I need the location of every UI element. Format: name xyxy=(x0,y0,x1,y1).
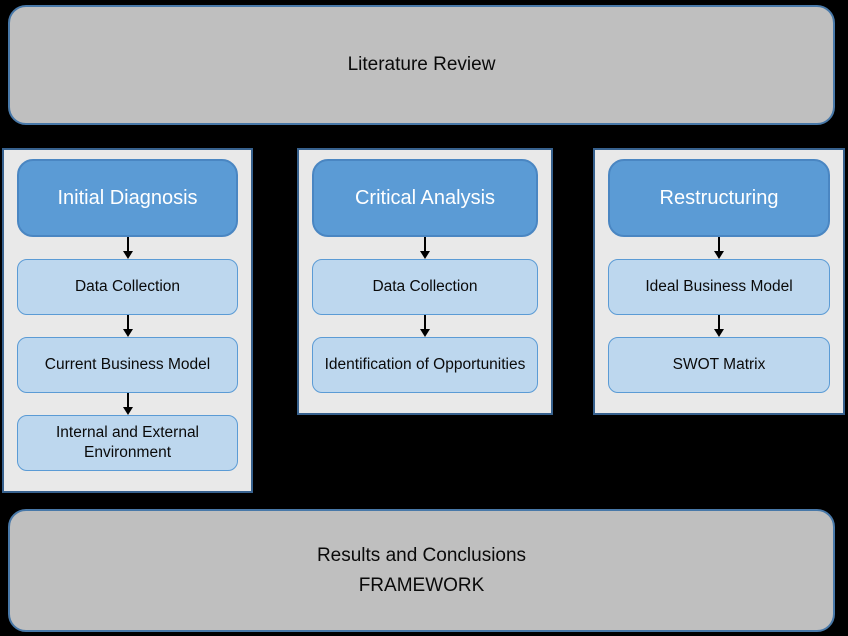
step-data-collection-2: Data Collection xyxy=(312,259,538,315)
stage-header-critical-analysis: Critical Analysis xyxy=(312,159,538,237)
step-current-business-model: Current Business Model xyxy=(17,337,238,393)
down-arrow-icon xyxy=(122,393,134,415)
step-internal-external-environment: Internal and External Environment xyxy=(17,415,238,471)
panel-critical-analysis: Critical Analysis Data Collection Identi… xyxy=(297,148,553,415)
down-arrow-icon xyxy=(419,315,431,337)
framework-label: FRAMEWORK xyxy=(358,574,485,596)
literature-review-label: Literature Review xyxy=(347,54,496,75)
results-conclusions-box: Results and Conclusions FRAMEWORK xyxy=(8,509,835,632)
down-arrow-icon xyxy=(713,237,725,259)
literature-review-box: Literature Review xyxy=(8,5,835,125)
step-identification-of-opportunities: Identification of Opportunities xyxy=(312,337,538,393)
step-swot-matrix: SWOT Matrix xyxy=(608,337,830,393)
panel-initial-diagnosis: Initial Diagnosis Data Collection Curren… xyxy=(2,148,253,493)
results-conclusions-label: Results and Conclusions xyxy=(316,544,527,566)
panel-restructuring: Restructuring Ideal Business Model SWOT … xyxy=(593,148,845,415)
down-arrow-icon xyxy=(713,315,725,337)
stage-header-restructuring: Restructuring xyxy=(608,159,830,237)
step-ideal-business-model: Ideal Business Model xyxy=(608,259,830,315)
down-arrow-icon xyxy=(122,315,134,337)
down-arrow-icon xyxy=(419,237,431,259)
down-arrow-icon xyxy=(122,237,134,259)
step-data-collection-1: Data Collection xyxy=(17,259,238,315)
stage-header-initial-diagnosis: Initial Diagnosis xyxy=(17,159,238,237)
